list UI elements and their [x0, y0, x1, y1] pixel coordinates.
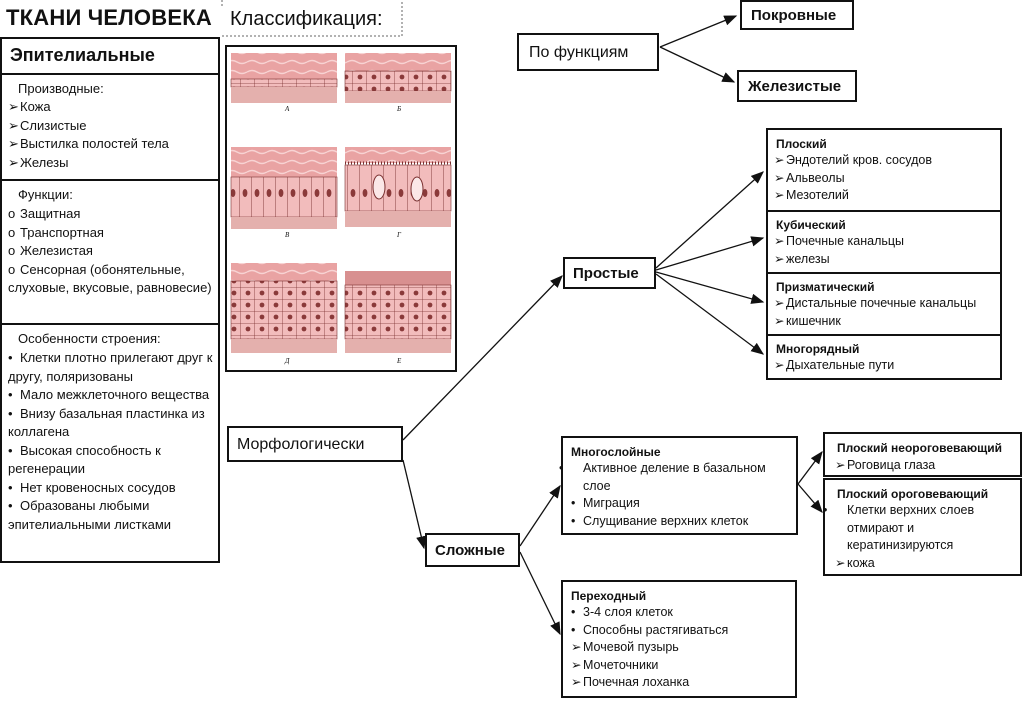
by-function-node: По функциям [517, 33, 659, 71]
list-item: •Нет кровеносных сосудов [8, 479, 176, 495]
type-list: ➢Эндотелий кров. сосудов ➢Альвеолы ➢Мезо… [774, 152, 932, 205]
epithelial-title: Эпителиальные [10, 45, 155, 65]
tissue-d [230, 263, 338, 353]
simple-node: Простые [563, 257, 656, 289]
transitional-title: Переходный [571, 589, 647, 603]
type-pseudostratified: Многорядный ➢Дыхательные пути [768, 336, 1000, 378]
keratinized-title: Плоский ороговевающий [837, 487, 989, 501]
list-item: •Образованы любыми эпителиальными листка… [8, 498, 172, 532]
list-item: •Активное деление в базальном слое [559, 461, 766, 493]
list-item: ➢Почечная лоханка [571, 675, 690, 689]
type-name: Кубический [776, 218, 846, 232]
figure-letter-b: Б [397, 105, 402, 113]
list-item: ➢Эндотелий кров. сосудов [774, 153, 932, 167]
tissue-g [344, 147, 452, 227]
type-list: ➢Дыхательные пути [774, 357, 894, 375]
tissue-b [344, 53, 452, 103]
complex-node: Сложные [425, 533, 520, 567]
list-item: ➢Выстилка полостей тела [8, 136, 169, 151]
list-item: •Миграция [571, 496, 640, 510]
tissue-v [230, 147, 338, 229]
multilayer-list: •Активное деление в базальном слое •Мигр… [559, 460, 793, 530]
list-item: ➢железы [774, 251, 830, 266]
keratinized-node: Плоский ороговевающий •Клетки верхних сл… [823, 478, 1022, 576]
epithelium-figure: А Б В Г Д Е [225, 45, 457, 372]
covering-label: Покровные [751, 7, 837, 24]
transitional-list: •3-4 слоя клеток •Способны растягиваться… [571, 604, 728, 692]
nonkeratinized-node: Плоский неороговевающий ➢Роговица глаза [823, 432, 1022, 477]
type-squamous: Плоский ➢Эндотелий кров. сосудов ➢Альвео… [768, 130, 1000, 212]
nonkeratinized-title: Плоский неороговевающий [837, 441, 1003, 455]
glandular-label: Железистые [748, 78, 842, 95]
list-item: •Слущивание верхних клеток [571, 513, 749, 528]
epithelial-heading: Эпителиальные [2, 39, 218, 75]
figure-letter-v: В [285, 231, 290, 239]
type-columnar: Призматический ➢Дистальные почечные кана… [768, 274, 1000, 336]
glandular-node: Железистые [737, 70, 857, 102]
morph-node: Морфологически [227, 426, 403, 462]
list-item: ➢Альвеолы [774, 170, 845, 185]
features-list: •Клетки плотно прилегают друг к другу, п… [8, 349, 214, 534]
covering-node: Покровные [740, 0, 854, 30]
by-function-label: По функциям [529, 44, 629, 61]
epithelial-panel: Эпителиальные Производные: ➢Кожа ➢Слизис… [0, 37, 220, 563]
classification-label: Классификация: [230, 8, 383, 30]
list-item: ➢Мочевой пузырь [571, 640, 679, 654]
type-name: Призматический [776, 280, 875, 294]
type-list: ➢Дистальные почечные канальцы ➢кишечник [774, 295, 976, 330]
list-item: ➢Слизистые [8, 117, 87, 133]
list-item: •Высокая способность к регенерации [8, 442, 161, 477]
type-name: Многорядный [776, 342, 860, 356]
multilayer-node: Многослойные •Активное деление в базальн… [559, 436, 798, 535]
tissue-e [344, 271, 452, 353]
epithelium-illustration [230, 53, 452, 353]
type-name: Плоский [776, 137, 827, 151]
list-item: •Мало межклеточного вещества [8, 387, 210, 402]
list-item: ➢Кожа [8, 99, 51, 114]
functions-title: Функции: [18, 187, 73, 202]
features-title: Особенности строения: [18, 331, 161, 346]
list-item: ➢кишечник [774, 313, 841, 328]
list-item: •3-4 слоя клеток [571, 605, 673, 619]
features-section: Особенности строения: •Клетки плотно при… [2, 325, 218, 561]
list-item: •Внизу базальная пластинка из коллагена [8, 405, 205, 440]
list-item: ➢Дыхательные пути [774, 358, 895, 372]
list-item: •Способны растягиваться [571, 622, 729, 637]
type-list: ➢Почечные канальцы ➢железы [774, 233, 904, 268]
page-title: ТКАНИ ЧЕЛОВЕКА [6, 5, 212, 30]
simple-label: Простые [573, 265, 639, 282]
list-item: ➢Почечные канальцы [774, 234, 905, 248]
list-item: •Клетки верхних слоев отмирают и кератин… [823, 503, 975, 552]
morph-label: Морфологически [237, 436, 365, 453]
simple-types-panel: Плоский ➢Эндотелий кров. сосудов ➢Альвео… [766, 128, 1002, 380]
list-item: ➢кожа [835, 555, 875, 570]
list-item: ➢Роговица глаза [835, 458, 936, 472]
tissue-a [230, 53, 338, 103]
figure-letter-d: Д [285, 357, 290, 365]
figure-letter-e: Е [397, 357, 402, 365]
list-item: ➢Мезотелий [774, 188, 849, 202]
list-item: ➢Мочеточники [571, 657, 659, 672]
derivatives-list: ➢Кожа ➢Слизистые ➢Выстилка полостей тела… [8, 98, 169, 172]
complex-label: Сложные [435, 542, 505, 559]
keratinized-list: •Клетки верхних слоев отмирают и кератин… [823, 502, 1015, 572]
list-item: •Клетки плотно прилегают друг к другу, п… [8, 350, 213, 384]
list-item: ➢Железы [8, 154, 69, 170]
type-cuboidal: Кубический ➢Почечные канальцы ➢железы [768, 212, 1000, 274]
list-item: ➢Дистальные почечные канальцы [774, 296, 977, 310]
figure-letter-g: Г [397, 231, 401, 239]
figure-letter-a: А [285, 105, 290, 113]
derivatives-title: Производные: [18, 81, 104, 96]
derivatives-section: Производные: ➢Кожа ➢Слизистые ➢Выстилка … [2, 75, 218, 181]
transitional-node: Переходный •3-4 слоя клеток •Способны ра… [561, 580, 797, 698]
multilayer-title: Многослойные [571, 445, 661, 459]
